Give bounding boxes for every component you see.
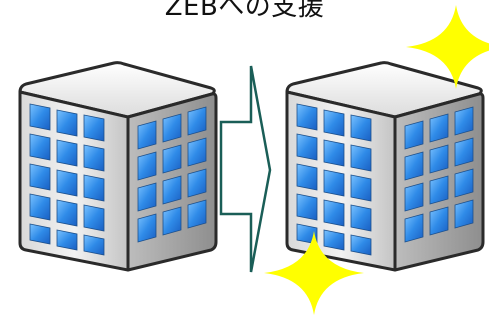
building-before-icon — [18, 61, 218, 272]
diagram-title: ZEBへの支援 — [164, 0, 325, 22]
arrow-right-icon — [219, 65, 272, 273]
building-after-icon — [285, 61, 485, 272]
